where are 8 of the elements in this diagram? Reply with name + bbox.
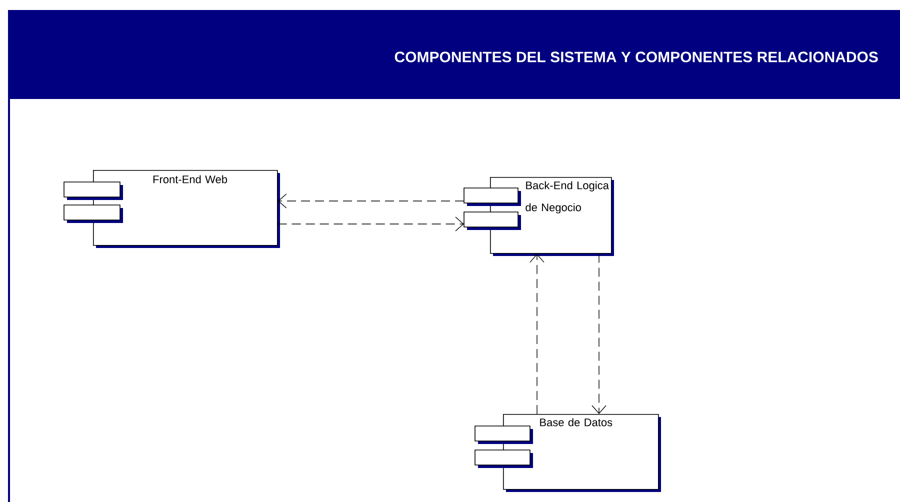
component-box: Front-End Web <box>64 170 280 248</box>
header-title: COMPONENTES DEL SISTEMA Y COMPONENTES RELACIONADOS <box>394 52 878 62</box>
dashed-arrow <box>277 216 464 232</box>
dashed-arrow <box>278 194 464 208</box>
component-box: Base de Datos <box>474 414 661 492</box>
dashed-arrow <box>530 254 544 414</box>
dashed-arrow <box>592 253 606 414</box>
component-box: Back-End Logica de Negocio <box>464 177 614 256</box>
